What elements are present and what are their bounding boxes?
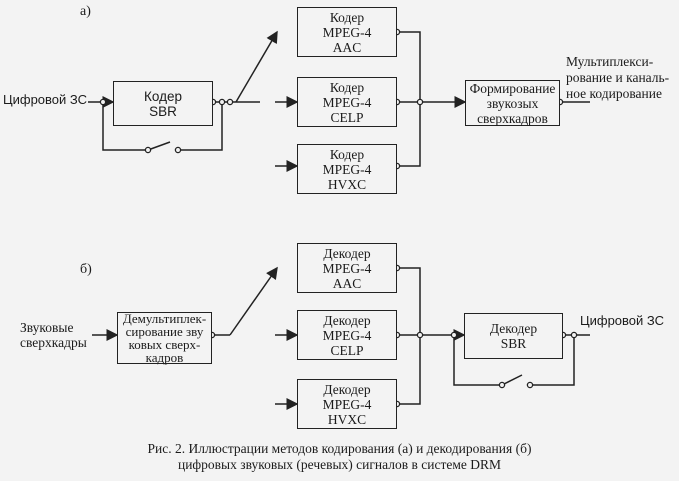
hvxc-decoder-block: Декодер MPEG-4 HVXC [297, 379, 397, 429]
sbr-decoder-block: Декодер SBR [464, 313, 563, 359]
aac-decoder-block: Декодер MPEG-4 AAC [297, 243, 397, 293]
superframe-forming-block: Формирование звукозых сверхкадров [465, 80, 560, 126]
block-line: Декодер [489, 321, 538, 336]
label-line: ное кодирование [566, 86, 662, 101]
block-line: SBR [149, 103, 177, 119]
label-line: Звуковые [20, 320, 74, 335]
part-b-marker: б) [80, 262, 92, 277]
demux-block: Демультиплек- сирование зву ковых сверх-… [117, 312, 212, 364]
block-line: MPEG-4 [322, 260, 372, 276]
sbr-coder-block: Кодер SBR [113, 81, 213, 126]
block-line: MPEG-4 [322, 24, 372, 40]
block-line: HVXC [327, 176, 367, 192]
aac-coder-block: Кодер MPEG-4 AAC [297, 7, 397, 57]
caption-line: Рис. 2. Иллюстрации методов кодирования … [147, 441, 532, 456]
block-line: Кодер [329, 9, 365, 25]
block-line: Демультиплек- [122, 311, 207, 326]
label-line: рование и каналь- [566, 70, 670, 85]
block-line: AAC [332, 39, 362, 55]
label-line: сверхкадры [20, 335, 87, 350]
label-line: Мультиплекси- [566, 54, 654, 69]
block-line: MPEG-4 [322, 396, 372, 412]
part-a-marker: а) [80, 4, 91, 19]
block-line: CELP [330, 342, 364, 358]
block-line: звукозых [486, 95, 539, 111]
celp-decoder-block: Декодер MPEG-4 CELP [297, 310, 397, 360]
output-label-digital-signal: Цифровой ЗС [580, 313, 664, 328]
block-line: SBR [500, 336, 527, 351]
caption-line: цифровых звуковых (речевых) сигналов в с… [177, 457, 502, 472]
celp-coder-block: Кодер MPEG-4 CELP [297, 77, 397, 127]
block-line: Кодер [329, 146, 365, 162]
block-line: кадров [145, 350, 184, 365]
block-line: MPEG-4 [322, 94, 372, 110]
block-line: AAC [332, 275, 362, 291]
block-line: MPEG-4 [322, 327, 372, 343]
block-line: ковых сверх- [128, 337, 201, 352]
block-line: Кодер [144, 88, 182, 104]
block-line: MPEG-4 [322, 161, 372, 177]
block-line: Декодер [323, 312, 371, 328]
block-line: Формирование [469, 80, 556, 96]
block-line: Кодер [329, 79, 365, 95]
block-line: сирование зву [125, 324, 204, 339]
output-label-multiplexing: Мультиплекси- рование и каналь- ное коди… [566, 54, 669, 102]
hvxc-coder-block: Кодер MPEG-4 HVXC [297, 144, 397, 194]
figure-caption: Рис. 2. Иллюстрации методов кодирования … [0, 441, 679, 473]
block-line: сверхкадров [477, 110, 548, 126]
input-label-superframes: Звуковые сверхкадры [20, 320, 87, 350]
block-line: Декодер [323, 381, 371, 397]
block-line: Декодер [323, 245, 371, 261]
input-label-digital-signal: Цифровой ЗС [3, 92, 87, 107]
block-line: HVXC [327, 411, 367, 427]
block-line: CELP [330, 109, 364, 125]
